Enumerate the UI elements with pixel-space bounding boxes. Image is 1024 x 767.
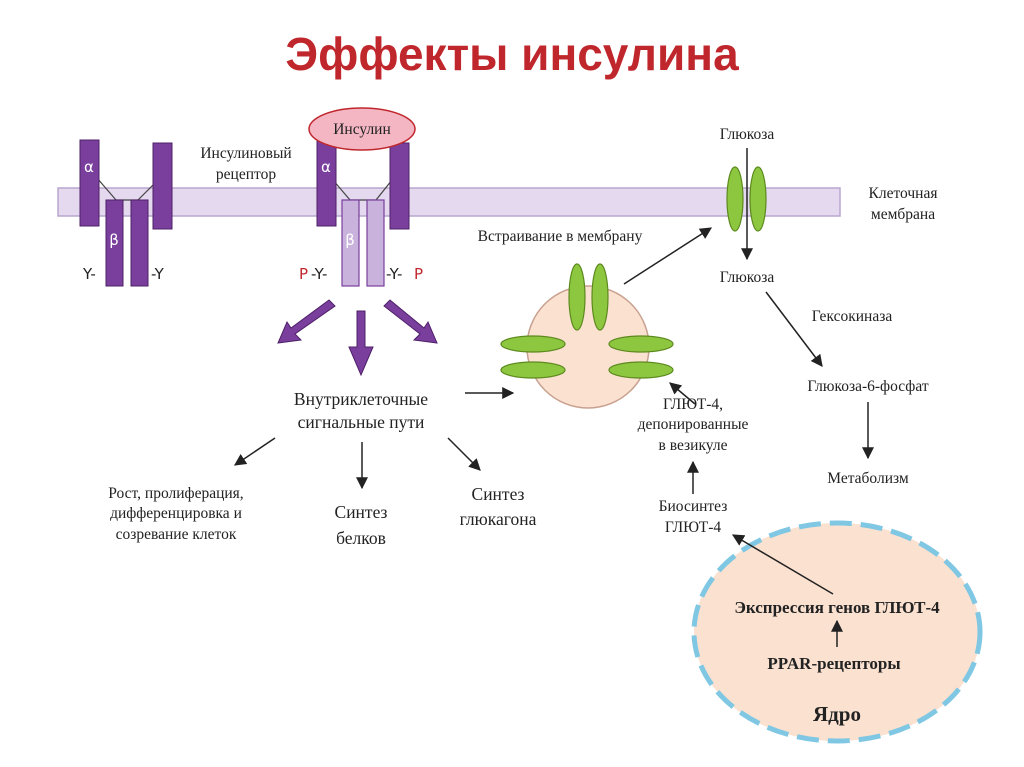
glut4-transporter <box>749 166 767 232</box>
alpha-subunit-left <box>316 139 337 227</box>
glucagon-synthesis-line1: Синтез <box>472 484 525 504</box>
gene-expression-label: Экспрессия генов ГЛЮТ-4 <box>734 598 940 617</box>
phosphate-right: P <box>414 265 423 283</box>
biosynthesis-label-line2: ГЛЮТ-4 <box>665 519 721 536</box>
receptor-label-line1: Инсулиновый <box>200 145 291 162</box>
hexokinase-label: Гексокиназа <box>812 308 893 325</box>
metabolism-label: Метаболизм <box>827 470 909 487</box>
insulin-molecule <box>308 107 416 151</box>
glut4-transporter <box>726 166 744 232</box>
pathways-label-line2: сигнальные пути <box>298 412 425 432</box>
insulin-receptor-inactive: α β Y- -Y <box>79 139 173 287</box>
phosphate-left: P <box>299 265 308 283</box>
glucose-outside-label: Глюкоза <box>720 126 775 143</box>
alpha-label: α <box>84 158 94 176</box>
beta-subunit-left <box>105 199 124 287</box>
glucagon-synthesis-line2: глюкагона <box>460 509 537 529</box>
glut4-transporter <box>608 361 674 379</box>
arrow-to-vesicle-from-label <box>669 382 696 405</box>
biosynthesis-label-line1: Биосинтез <box>659 498 728 515</box>
hexokinase-arrow <box>765 291 823 367</box>
signal-arrow-right <box>383 299 438 344</box>
beta-subunit-right <box>130 199 149 287</box>
pathway-arrows <box>234 387 515 490</box>
protein-synthesis-line1: Синтез <box>335 502 388 522</box>
growth-label-line2: дифференцировка и <box>110 505 242 522</box>
glut4-transporter <box>591 263 609 331</box>
glut4-transporter <box>500 335 566 353</box>
nucleus-label: Ядро <box>813 702 861 726</box>
beta-subunit-right <box>366 199 385 287</box>
cell-membrane-label-line1: Клеточная <box>869 185 938 202</box>
pathways-label-line1: Внутриклеточные <box>294 389 428 409</box>
glut4-vesicle-label-line2: депонированные <box>638 416 749 433</box>
tyrosine-right: -Y <box>151 265 165 283</box>
tyrosine-right: -Y- <box>386 265 402 283</box>
glut4-vesicle-label-line1: ГЛЮТ-4, <box>663 396 723 413</box>
vesicle-glut-transporters <box>500 263 674 379</box>
beta-subunit-left <box>341 199 360 287</box>
tyrosine-left: Y- <box>82 265 96 283</box>
alpha-subunit-left <box>79 139 100 227</box>
ppar-receptors-label: PPAR-рецепторы <box>767 654 900 673</box>
arrow-to-glucagon <box>447 437 481 471</box>
receptor-label-line2: рецептор <box>216 166 276 183</box>
glut4-transporter <box>568 263 586 331</box>
glut4-vesicle-label-line3: в везикуле <box>659 437 728 454</box>
insulin-label: Инсулин <box>333 121 391 138</box>
glucose-inside-label: Глюкоза <box>720 269 775 286</box>
arrow-to-growth <box>234 437 276 466</box>
tyrosine-left: -Y- <box>311 265 327 283</box>
signal-arrow-down <box>348 310 374 377</box>
arrow-to-membrane <box>623 227 713 285</box>
growth-label-line1: Рост, пролиферация, <box>108 485 243 502</box>
cell-membrane <box>57 187 841 217</box>
integration-label: Встраивание в мембрану <box>478 228 643 245</box>
signal-arrow-left <box>277 299 336 344</box>
cell-membrane-label-line2: мембрана <box>871 206 935 223</box>
page-title: Эффекты инсулина <box>285 28 739 80</box>
beta-label: β <box>345 231 355 249</box>
membrane-glut-transporter <box>726 166 767 232</box>
g6p-label: Глюкоза-6-фосфат <box>807 378 928 395</box>
arrow-to-biosynthesis <box>731 534 834 595</box>
protein-synthesis-line2: белков <box>336 528 386 548</box>
alpha-subunit-right <box>152 142 173 230</box>
growth-label-line3: созревание клеток <box>116 526 237 543</box>
alpha-label: α <box>321 158 331 176</box>
alpha-subunit-right <box>389 142 410 230</box>
glut4-transporter <box>500 361 566 379</box>
beta-label: β <box>109 231 119 249</box>
glut4-transporter <box>608 335 674 353</box>
receptor-signal-arrows <box>277 299 438 377</box>
